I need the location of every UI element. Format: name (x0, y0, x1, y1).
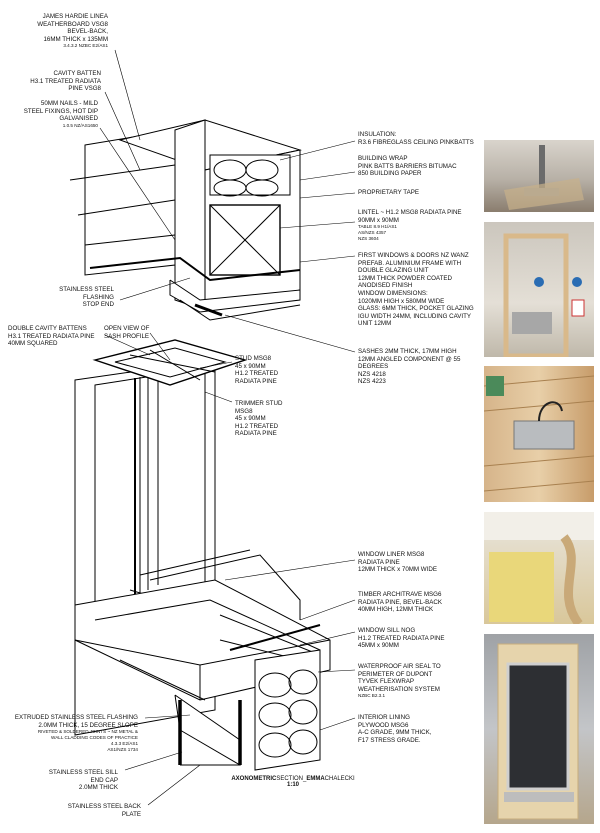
label-interior-lining: INTERIOR LINING PLYWOOD MSG6 A-C GRADE, … (358, 714, 432, 744)
label-architrave: TIMBER ARCHITRAVE MSG6 RADIATA PINE, BEV… (358, 591, 443, 614)
label-back-plate: STAINLESS STEEL BACK PLATE (67, 803, 141, 818)
photo-flashing-weatherboard (484, 366, 594, 502)
flashing-weatherboard-image (484, 375, 594, 492)
label-flashing-stop-end: STAINLESS STEEL FLASHING STOP END (59, 286, 114, 309)
label-trimmer-stud: TRIMMER STUD MSG8 45 x 90MM H1.2 TREATED… (235, 400, 283, 438)
label-lintel: LINTEL ~ H1.2 MSG8 RADIATA PINE 90MM x 9… (358, 209, 462, 241)
label-weatherboard: JAMES HARDIE LINEA WEATHERBOARD VSG8 BEV… (37, 13, 108, 49)
label-extruded-flashing: EXTRUDED STAINLESS STEEL FLASHING 2.0MM … (14, 714, 138, 752)
upper-lintel-assembly (69, 119, 302, 321)
label-sill-end-cap: STAINLESS STEEL SILL END CAP 2.0MM THICK (48, 769, 118, 792)
insulation-cavity-image (484, 512, 594, 624)
photo-insulation-cavity (484, 512, 594, 624)
label-cavity-batten: CAVITY BATTEN H3.1 TREATED RADIATA PINE … (30, 70, 101, 93)
photo-window-frame-lab (484, 222, 594, 357)
flashing-clip-image (504, 145, 584, 210)
label-window-liner: WINDOW LINER MSG8 RADIATA PINE 12MM THIC… (358, 551, 437, 574)
label-insulation: INSULATION: R3.6 FIBREGLASS CEILING PINK… (358, 131, 474, 146)
leader-lines (99, 49, 356, 806)
label-sashes: SASHES 2MM THICK, 17MM HIGH 12MM ANGLED … (358, 348, 461, 386)
label-windows: FIRST WINDOWS & DOORS NZ WANZ PREFAB. AL… (358, 252, 474, 328)
window-model-image (497, 643, 579, 820)
label-sash-profile: OPEN VIEW OF SASH PROFILE (104, 325, 150, 340)
label-building-wrap: BUILDING WRAP PINK BATTS BARRIERS BITUMA… (358, 155, 457, 178)
window-frame-assembly (74, 339, 331, 771)
label-proprietary-tape: PROPRIETARY TAPE (358, 189, 419, 196)
label-stud: STUD MSG8 45 x 90MM H1.2 TREATED RADIATA… (235, 355, 279, 385)
label-sill-nog: WINDOW SILL NOG H1.2 TREATED RADIATA PIN… (358, 627, 445, 650)
photo-window-model (484, 634, 594, 824)
window-frame-lab-image (503, 233, 585, 357)
label-double-battens: DOUBLE CAVITY BATTENS H3.1 TREATED RADIA… (8, 325, 95, 348)
label-nails: 50MM NAILS - MILD STEEL FIXINGS, HOT DIP… (23, 100, 98, 128)
photo-flashing-detail (484, 140, 594, 212)
drawing-title: AXONOMETRICSECTION_EMMACHALECKI 1:10 (231, 776, 355, 788)
label-air-seal: WATERPROOF AIR SEAL TO PERIMETER OF DUPO… (358, 663, 441, 699)
